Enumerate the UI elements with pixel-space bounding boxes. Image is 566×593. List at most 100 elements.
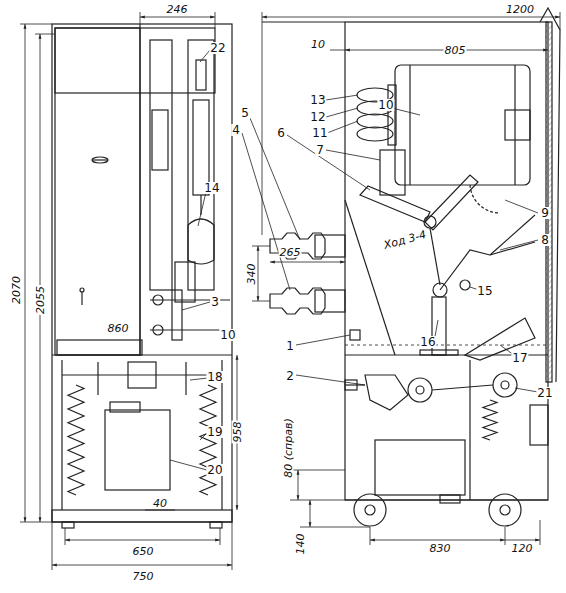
lower-compartment bbox=[62, 374, 222, 375]
lower-compartment bbox=[128, 362, 156, 388]
spring-coil bbox=[200, 385, 216, 495]
dimension-label: 958 bbox=[232, 421, 243, 444]
door-handle bbox=[92, 157, 108, 163]
side-leader-lines bbox=[326, 150, 380, 160]
side-dimensions bbox=[505, 527, 506, 545]
drive-mechanism bbox=[489, 494, 521, 526]
callout-number: 13 bbox=[309, 94, 326, 106]
side-dimensions bbox=[290, 500, 345, 501]
side-dimensions bbox=[252, 301, 270, 302]
breaker-poles bbox=[193, 100, 209, 195]
lower-compartment bbox=[97, 362, 98, 395]
side-dimensions bbox=[370, 527, 371, 545]
front-frame bbox=[55, 28, 140, 355]
side-dimensions bbox=[330, 50, 345, 51]
dimension-label: 265 bbox=[279, 247, 302, 258]
side-leader-lines bbox=[242, 95, 538, 392]
side-dimensions bbox=[252, 246, 270, 247]
side-leader-lines bbox=[296, 335, 350, 345]
callout-number: 2 bbox=[285, 370, 295, 382]
callout-number: 17 bbox=[511, 352, 528, 364]
dimension-label: 140 bbox=[295, 533, 306, 556]
drive-mechanism bbox=[432, 385, 493, 390]
callout-number: 1 bbox=[285, 340, 295, 352]
drive-levers bbox=[425, 175, 478, 230]
callout-number: 5 bbox=[240, 107, 250, 119]
drive-levers bbox=[460, 280, 470, 290]
breaker-poles bbox=[150, 40, 172, 290]
bushing-insulators bbox=[270, 233, 325, 259]
insulating-discs bbox=[388, 85, 396, 145]
front-dimensions bbox=[65, 540, 220, 541]
front-leader-lines bbox=[190, 378, 208, 380]
drive-mechanism bbox=[416, 386, 424, 394]
side-frame bbox=[345, 22, 548, 500]
callout-number: 11 bbox=[311, 127, 328, 139]
side-dimensions bbox=[310, 500, 311, 527]
callout-number: 14 bbox=[203, 182, 220, 194]
callout-number: 12 bbox=[309, 111, 326, 123]
dimension-label: Ход 3-4 bbox=[382, 229, 429, 251]
callout-number: 21 bbox=[536, 387, 553, 399]
front-frame bbox=[57, 340, 142, 355]
drive-mechanism bbox=[345, 380, 357, 390]
drive-levers bbox=[360, 175, 535, 297]
breaker-poles bbox=[188, 219, 214, 264]
door-handle bbox=[80, 288, 84, 292]
drive-mechanism bbox=[501, 381, 509, 389]
spring-coil bbox=[68, 385, 497, 495]
side-dimensions bbox=[505, 540, 540, 541]
dimension-label: 10 bbox=[310, 39, 326, 50]
drive-mechanism bbox=[493, 373, 517, 397]
bushing-insulators bbox=[270, 288, 325, 314]
dimension-label: 120 bbox=[511, 543, 534, 554]
dimension-label: 1200 bbox=[505, 4, 535, 15]
lower-compartment bbox=[61, 360, 62, 510]
callout-number: 19 bbox=[206, 426, 223, 438]
front-leader-lines bbox=[182, 302, 210, 310]
callout-number: 22 bbox=[209, 42, 226, 54]
spring-coil bbox=[483, 400, 497, 440]
breaker-tank bbox=[395, 65, 530, 185]
lower-compartment bbox=[52, 360, 232, 528]
side-leader-lines bbox=[500, 240, 538, 250]
front-frame bbox=[139, 24, 140, 355]
side-dimensions bbox=[262, 17, 560, 18]
breaker-tank bbox=[514, 65, 515, 185]
dimension-label: 2070 bbox=[11, 275, 22, 305]
front-dimensions bbox=[52, 565, 232, 566]
side-frame bbox=[345, 200, 395, 355]
drive-mechanism bbox=[365, 375, 408, 410]
drive-mechanism bbox=[375, 440, 465, 495]
front-dimensions bbox=[52, 522, 53, 570]
front-dimensions bbox=[145, 510, 175, 511]
callout-number: 9 bbox=[540, 207, 550, 219]
breaker-tank bbox=[395, 65, 530, 213]
side-leader-lines bbox=[287, 135, 370, 190]
callout-number: 7 bbox=[315, 144, 325, 156]
lower-compartment bbox=[62, 522, 74, 528]
front-frame bbox=[52, 24, 232, 522]
breaker-poles bbox=[175, 262, 195, 302]
front-dimensions bbox=[20, 522, 52, 523]
front-dimensions bbox=[220, 528, 221, 545]
front-leader-lines bbox=[198, 192, 206, 226]
dimension-label: 80 (справ) bbox=[283, 417, 294, 479]
dimension-label: 340 bbox=[246, 263, 257, 286]
lower-compartment bbox=[110, 402, 140, 412]
lower-compartment bbox=[105, 410, 170, 490]
drive-mechanism bbox=[530, 405, 548, 445]
side-frame bbox=[540, 8, 560, 382]
front-dimensions bbox=[140, 17, 215, 18]
front-dimensions bbox=[65, 528, 66, 545]
breaker-poles bbox=[150, 40, 230, 340]
side-leader-lines bbox=[242, 133, 290, 290]
side-dimensions bbox=[540, 520, 541, 545]
drive-levers bbox=[490, 215, 535, 255]
insulating-discs bbox=[380, 150, 405, 195]
breaker-poles bbox=[153, 295, 163, 305]
bushing-insulators bbox=[270, 233, 345, 314]
drive-mechanism bbox=[469, 360, 470, 500]
